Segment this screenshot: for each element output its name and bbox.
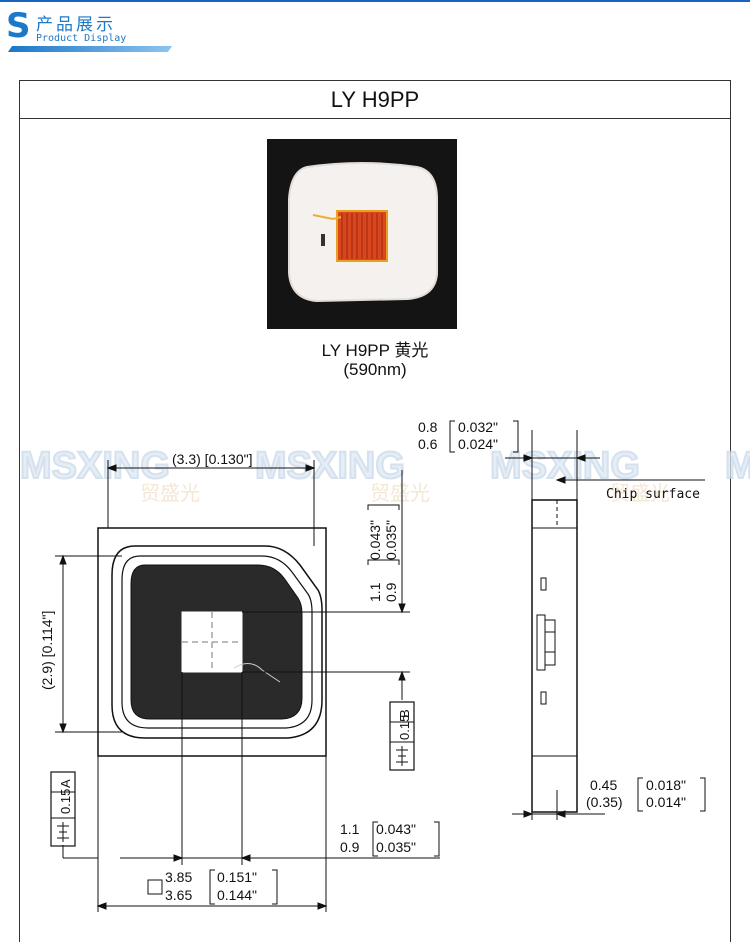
- dim-pad-w-mm-min: 0.9: [340, 839, 360, 855]
- dim-base-mm-max: 0.45: [590, 777, 617, 793]
- label-chip-surface: Chip surface: [606, 487, 700, 502]
- led-photo-svg: [267, 139, 457, 329]
- dim-pad-h-in-max: 0.043": [367, 520, 383, 560]
- caption-wavelength: (590nm): [343, 360, 407, 379]
- dim-ref-b: B: [397, 709, 412, 718]
- watermark-cn-3: 贸盛光: [610, 481, 670, 505]
- dimension-drawing: MSXING MSXING MSXING MSXING 贸盛光 贸盛光 贸盛光: [19, 419, 750, 912]
- dim-size-in-min: 0.144": [217, 887, 257, 903]
- dim-base-in-min: 0.014": [646, 794, 686, 810]
- dim-lens-in-max: 0.032": [458, 419, 498, 435]
- watermark-brand-1: MSXING: [20, 445, 170, 487]
- watermark-brand-4: MSXING: [725, 445, 750, 487]
- header-title-cn: 产品展示: [36, 15, 116, 35]
- watermark-brand-2: MSXING: [255, 445, 405, 487]
- dim-size-mm-min: 3.65: [165, 887, 192, 903]
- dim-pad-w-mm-max: 1.1: [340, 821, 360, 837]
- dim-pad-w-in-max: 0.043": [376, 821, 416, 837]
- section-header: S 产品展示 Product Display: [0, 4, 200, 52]
- tolerance-frame-b: [389, 701, 415, 771]
- watermark-cn-1: 贸盛光: [140, 481, 200, 505]
- lens-inner: [121, 555, 313, 729]
- top-rule: [0, 0, 750, 2]
- dim-top-width: (3.3) [0.130"]: [172, 451, 252, 467]
- led-photo: [267, 139, 457, 329]
- dim-pad-h-mm-max: 1.1: [367, 582, 383, 602]
- dim-pad-h-mm-min: 0.9: [383, 582, 399, 602]
- tolerance-frame-a: [50, 771, 76, 847]
- dim-tol-b: 0.15: [397, 715, 412, 740]
- watermark-cn-2: 贸盛光: [370, 481, 430, 505]
- lens-outer: [111, 545, 323, 739]
- header-title-en: Product Display: [36, 33, 127, 44]
- dim-ref-a: A: [58, 779, 73, 788]
- dim-lens-mm-max: 0.8: [418, 419, 438, 435]
- caption-name: LY H9PP 黄光: [321, 341, 429, 360]
- dim-base-mm-min: (0.35): [586, 794, 623, 810]
- dim-lens-in-min: 0.024": [458, 436, 498, 452]
- side-view-body: [531, 499, 578, 813]
- dim-size-in-max: 0.151": [217, 869, 257, 885]
- dim-left-height: (2.9) [0.114"]: [39, 611, 55, 690]
- dim-pad-w-in-min: 0.035": [376, 839, 416, 855]
- dim-tol-a: 0.15: [58, 789, 73, 814]
- dim-pad-h-in-min: 0.035": [383, 520, 399, 560]
- package-outline: [97, 527, 327, 757]
- dim-lens-mm-min: 0.6: [418, 436, 438, 452]
- product-frame: LY H9PP LY H9PP 黄光 (590nm): [19, 80, 731, 942]
- dim-base-in-max: 0.018": [646, 777, 686, 793]
- dim-size-mm-max: 3.85: [165, 869, 192, 885]
- header-initial: S: [6, 6, 31, 46]
- product-title: LY H9PP: [20, 81, 730, 119]
- header-underline: [7, 46, 173, 52]
